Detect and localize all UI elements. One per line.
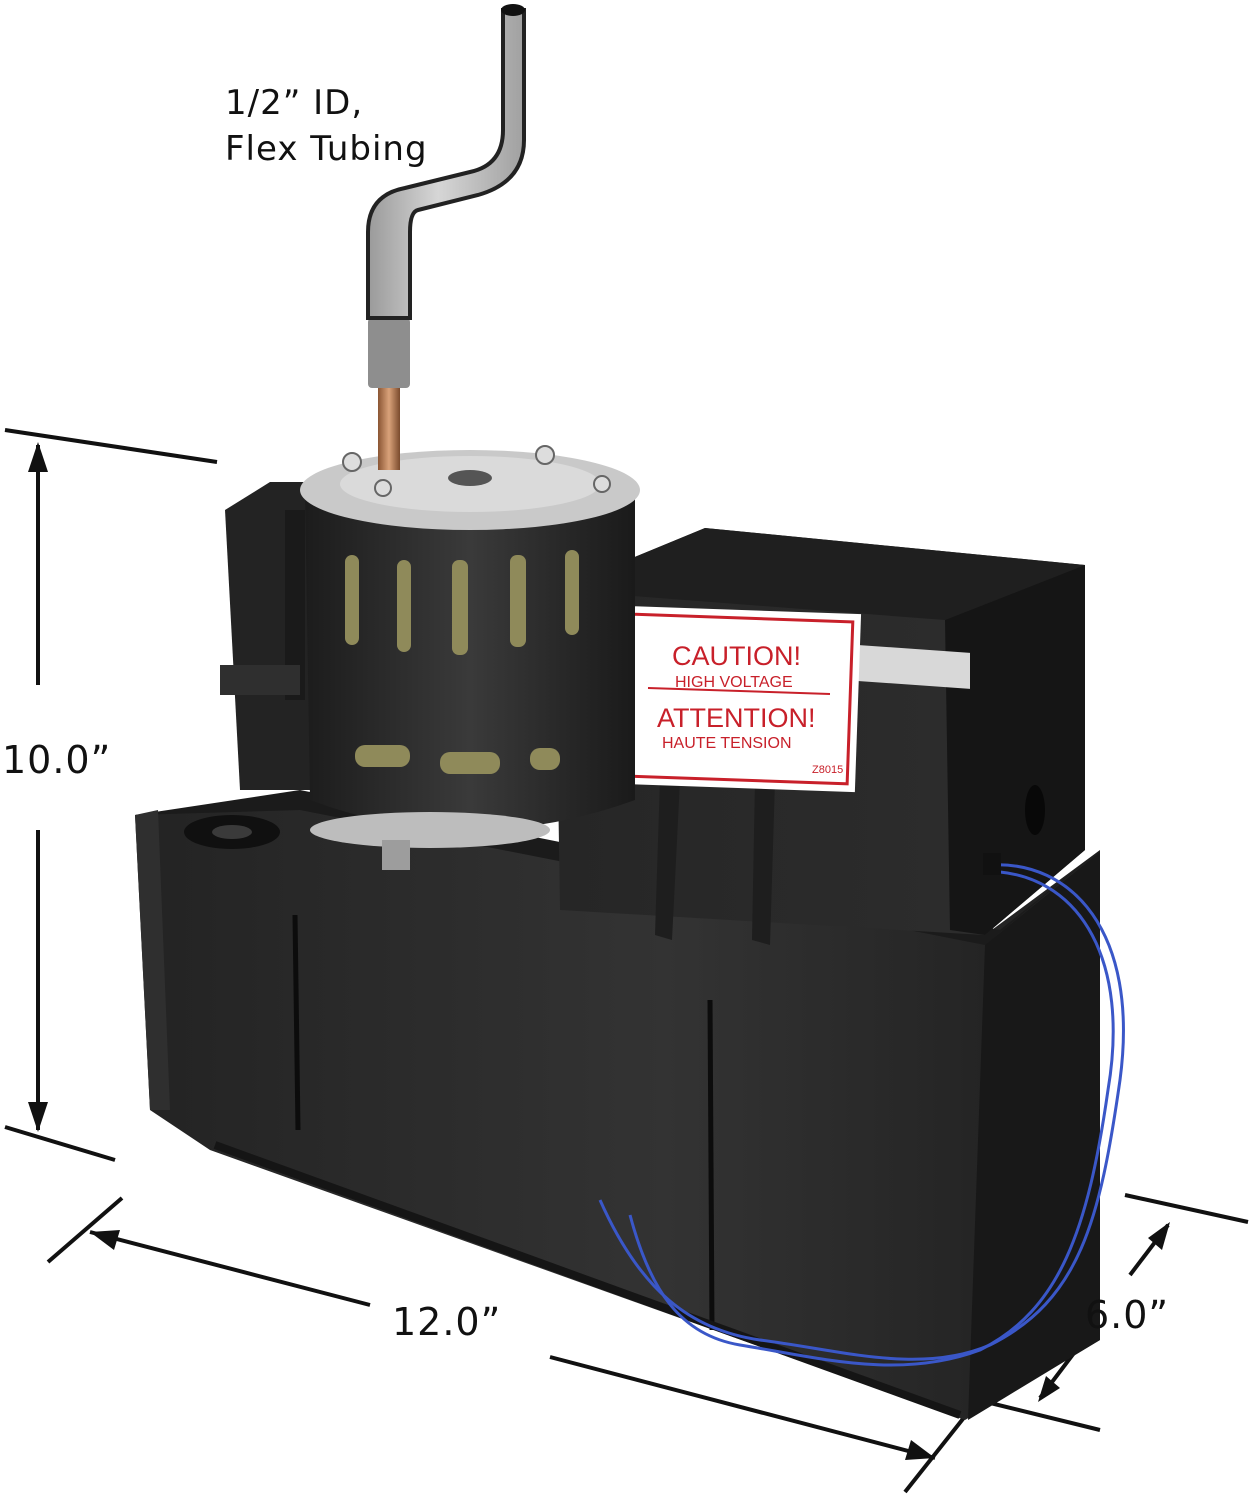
height-label: 10.0” xyxy=(2,738,112,782)
caution-subtitle: HIGH VOLTAGE xyxy=(675,674,793,691)
caution-label: CAUTION! HIGH VOLTAGE ATTENTION! HAUTE T… xyxy=(619,605,862,793)
tubing-size-label: 1/2” ID, xyxy=(225,83,364,123)
motor xyxy=(300,445,640,870)
caution-title: CAUTION! xyxy=(672,641,801,671)
label-code: Z8015 xyxy=(812,764,843,776)
depth-dimension xyxy=(977,1193,1249,1432)
height-dimension xyxy=(4,428,218,1162)
flex-tubing xyxy=(366,4,526,470)
tubing-callout: 1/2” ID, Flex Tubing xyxy=(225,80,428,172)
float-switch-wire xyxy=(598,853,1125,1367)
length-dimension xyxy=(46,1196,972,1494)
attention-title: ATTENTION! xyxy=(657,703,816,733)
length-label: 12.0” xyxy=(392,1300,502,1344)
attention-subtitle: HAUTE TENSION xyxy=(662,735,792,752)
depth-label: 6.0” xyxy=(1085,1293,1170,1337)
pump-housing xyxy=(220,482,320,790)
tubing-type-label: Flex Tubing xyxy=(225,129,428,169)
